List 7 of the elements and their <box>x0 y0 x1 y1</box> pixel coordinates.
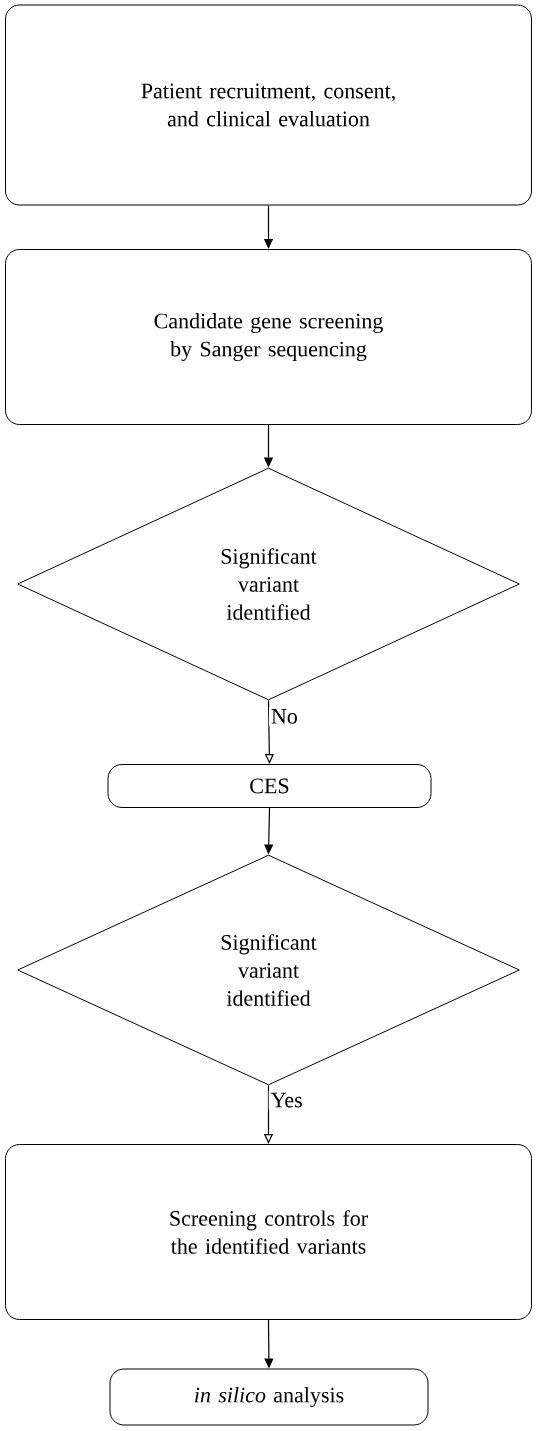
edge-label: No <box>268 707 300 726</box>
process-box: in silico analysis <box>109 1368 429 1426</box>
process-box: Patient recruitment, consent, and clinical evaluation <box>5 4 532 206</box>
process-box: CES <box>107 764 432 808</box>
process-box: Screening controls for the identified variants <box>5 1144 532 1320</box>
process-box: Candidate gene screening by Sanger sequencing <box>5 249 532 425</box>
edge-label: Yes <box>268 1090 305 1110</box>
